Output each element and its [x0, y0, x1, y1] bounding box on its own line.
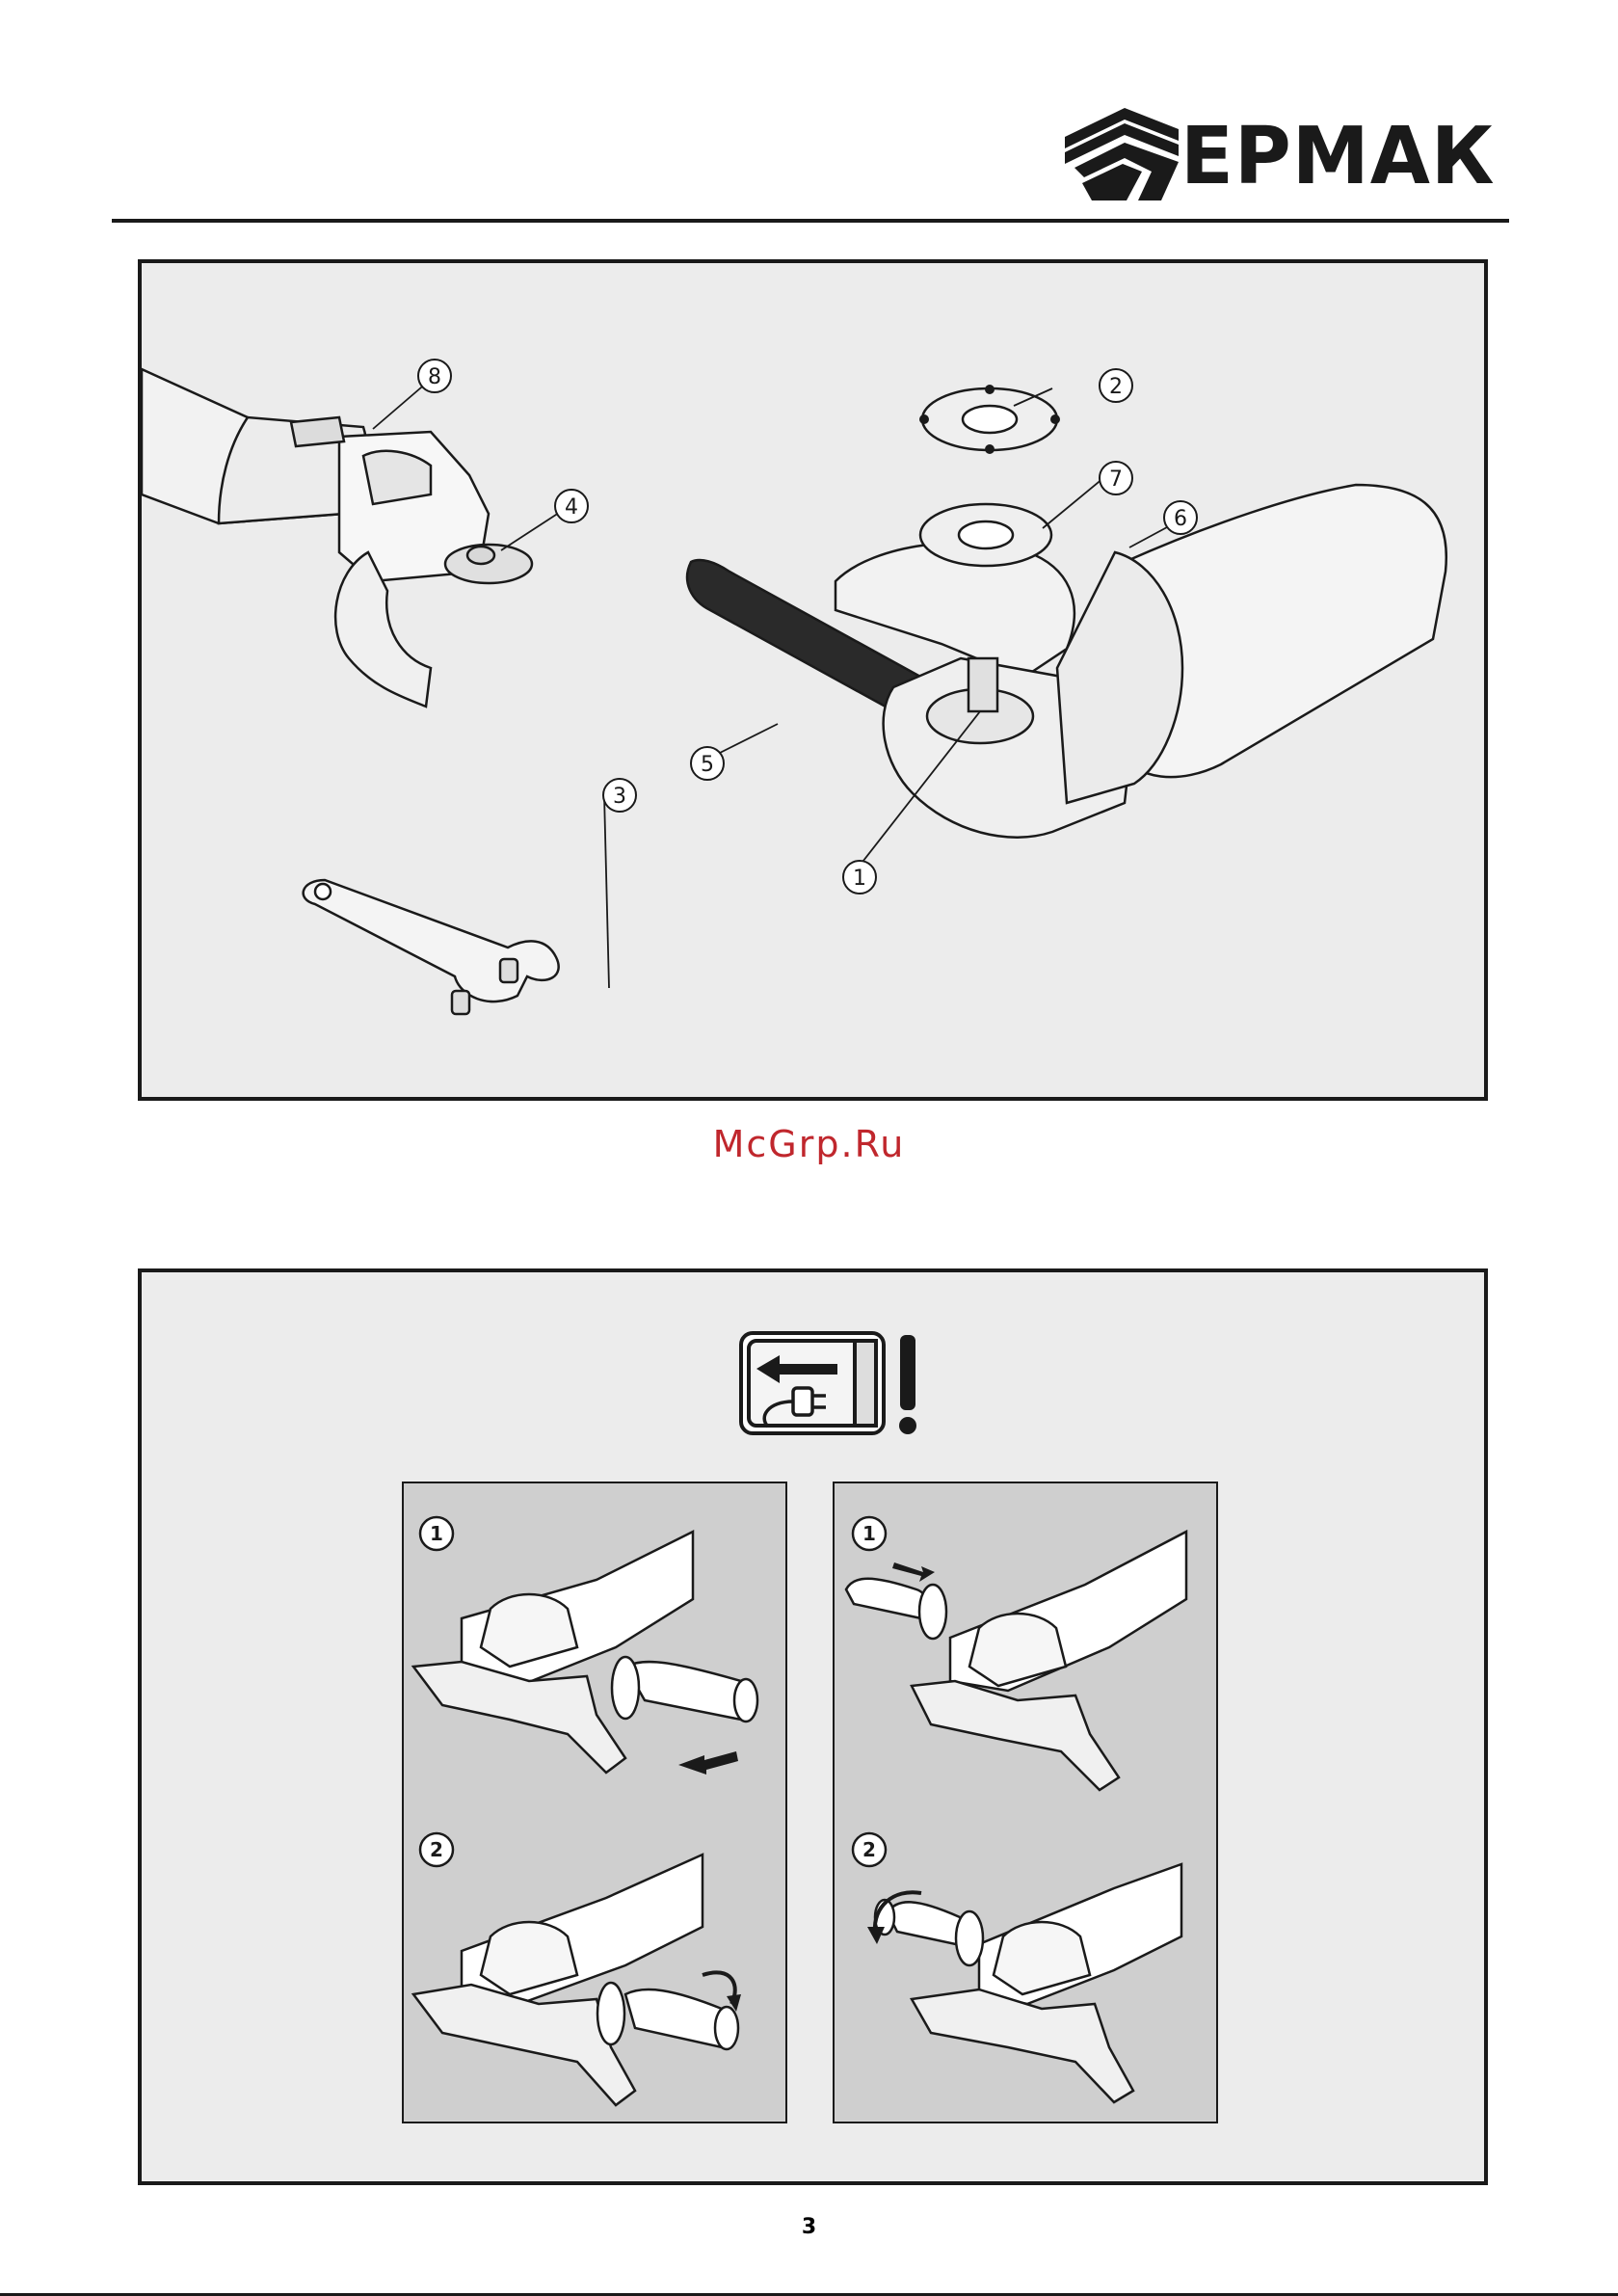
step-number: 2: [862, 1838, 876, 1861]
callout-label: 8: [428, 365, 441, 389]
step-panel-right: 1 2: [833, 1482, 1218, 2123]
callout-label: 5: [701, 753, 714, 777]
unplug-before-service-icon: [142, 1272, 1484, 2181]
page-number: 3: [0, 2215, 1618, 2239]
parts-diagram-panel: 1 2 3 4 5 6 7 8: [138, 259, 1488, 1101]
step-panel-left: 1 2: [402, 1482, 787, 2123]
handle-mounting-panel: 1 2: [138, 1268, 1488, 2185]
callout-label: 3: [613, 785, 626, 809]
brand-name: ЕРМАК: [1180, 114, 1496, 200]
step-number: 1: [862, 1522, 876, 1545]
callout-label: 7: [1109, 467, 1123, 492]
callout-label: 1: [853, 867, 866, 891]
callout-label: 2: [1109, 375, 1123, 399]
fit-handle-illustration: 1 2: [404, 1483, 785, 2122]
step-number: 2: [430, 1838, 443, 1861]
header-divider: [112, 219, 1509, 223]
step-number: 1: [430, 1522, 443, 1545]
watermark-text: McGrp.Ru: [0, 1123, 1618, 1165]
callout-label: 6: [1174, 507, 1187, 531]
reposition-handle-illustration: 1 2: [835, 1483, 1216, 2122]
angle-grinder-parts-illustration: 1 2 3 4 5 6 7 8: [142, 263, 1484, 1097]
callout-label: 4: [565, 495, 578, 520]
